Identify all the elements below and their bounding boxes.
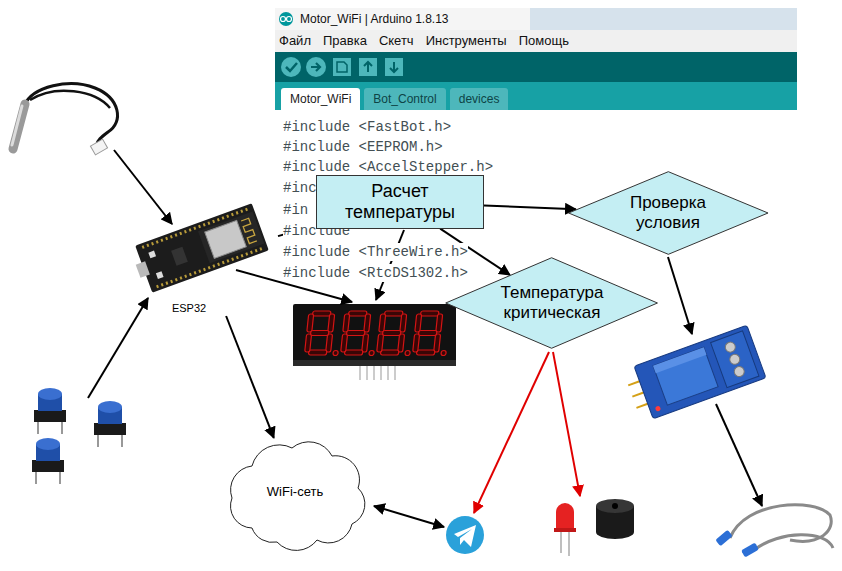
code-line: #include <RtcDS1302.h> bbox=[283, 264, 468, 282]
node-text: Расчет температуры bbox=[328, 181, 472, 222]
decision-diamond: Температура критическая bbox=[444, 257, 659, 349]
ide-window bbox=[275, 8, 797, 290]
menu-item: Правка bbox=[323, 33, 367, 49]
code-line: #include <FastBot.h> bbox=[283, 118, 451, 136]
temperature-probe bbox=[12, 84, 118, 155]
editor-tab: Motor_WiFi bbox=[281, 88, 360, 110]
decision-diamond: Проверка условия bbox=[567, 171, 770, 255]
code-line: #in bbox=[283, 201, 308, 219]
menu-item: Файл bbox=[279, 33, 311, 49]
node-text: WiFi-сеть bbox=[267, 485, 323, 500]
flow-arrow bbox=[484, 205, 576, 209]
menu-item: Помощь bbox=[519, 33, 569, 49]
node-text: Проверка условия bbox=[616, 193, 719, 232]
menu-item: Скетч bbox=[379, 33, 414, 49]
network-cloud: WiFi-сеть bbox=[212, 428, 378, 556]
seven-segment-display bbox=[293, 304, 456, 380]
editor-tab: Bot_Control bbox=[364, 88, 445, 110]
buzzer bbox=[596, 499, 634, 539]
push-buttons bbox=[32, 388, 126, 484]
board-name: ESP32 bbox=[172, 302, 206, 315]
tab-bar: Motor_WiFiBot_Controldevices bbox=[281, 88, 508, 110]
code-line: #include <EEPROM.h> bbox=[283, 138, 443, 156]
board-label-area: ESP32 bbox=[128, 198, 278, 316]
window-title: Motor_WiFi | Arduino 1.8.13 bbox=[300, 12, 449, 26]
menu-bar: Файл Правка Скетч Инструменты Помощь bbox=[279, 33, 569, 49]
code-line: #inc bbox=[283, 179, 317, 197]
editor-tab: devices bbox=[450, 88, 509, 110]
picture-arrows bbox=[88, 150, 762, 527]
red-led bbox=[554, 503, 576, 556]
flow-arrow bbox=[226, 316, 274, 438]
menu-item: Инструменты bbox=[426, 33, 507, 49]
process-box: Расчет температуры bbox=[316, 175, 484, 228]
code-line: #include <AccelStepper.h> bbox=[283, 158, 493, 176]
esp32-board-picture bbox=[130, 203, 269, 294]
telegram-icon bbox=[446, 516, 484, 554]
wire-loops bbox=[715, 505, 833, 558]
code-line: #include <ThreeWire.h> bbox=[283, 243, 468, 261]
relay-module bbox=[623, 325, 766, 423]
node-text: Температура критическая bbox=[493, 283, 611, 322]
